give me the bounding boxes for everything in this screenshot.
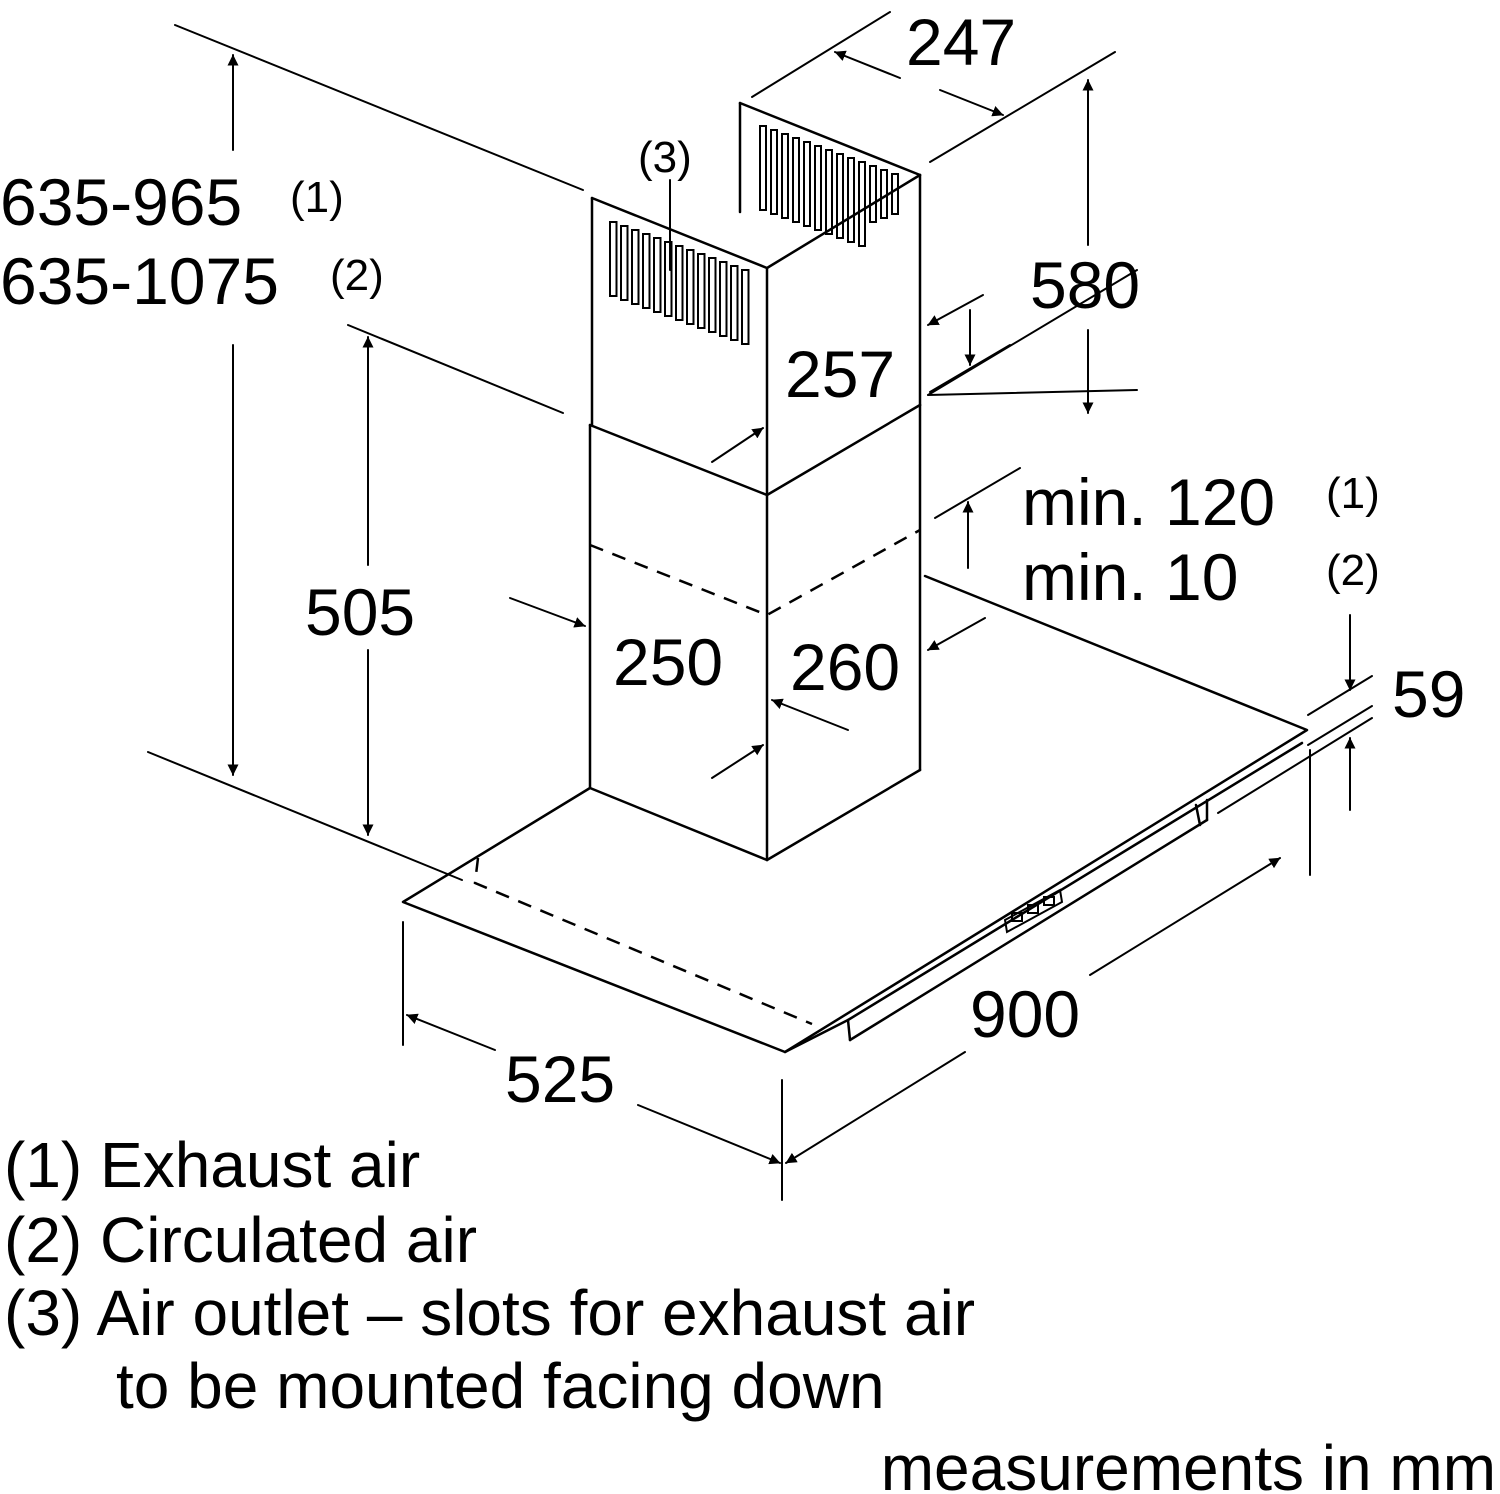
dim-total-height-exhaust-note: (1)	[290, 173, 344, 222]
hood-canopy	[401, 574, 1309, 1054]
dim-lower-width: 260	[790, 630, 900, 704]
extension-lines	[147, 11, 1373, 1201]
dim-min-circ-note: (2)	[1326, 546, 1380, 595]
dim-upper-width: 257	[785, 337, 895, 411]
dim-upper-depth: 247	[906, 5, 1016, 79]
air-outlet-slots-rear	[759, 125, 899, 247]
legend-item-circulated-air: (2) Circulated air	[4, 1204, 477, 1276]
dim-total-height-exhaust: 635-965	[0, 165, 242, 239]
dim-lower-depth: 250	[613, 625, 723, 699]
dim-canopy-depth: 525	[505, 1042, 615, 1116]
lower-chimney	[588, 403, 922, 862]
dimension-arrows	[227, 50, 1356, 1165]
dim-total-height-circ: 635-1075	[0, 244, 279, 318]
air-outlet-slots-front	[609, 221, 750, 345]
units-note: measurements in mm	[881, 1432, 1496, 1494]
legend-item-air-outlet: (3) Air outlet – slots for exhaust air	[4, 1277, 975, 1349]
control-panel-icon	[1003, 888, 1064, 934]
dim-min-circ: min. 10	[1022, 540, 1238, 614]
dim-upper-height: 580	[1030, 248, 1140, 322]
dim-min-exhaust: min. 120	[1022, 465, 1275, 539]
dim-lower-chimney-height: 505	[305, 575, 415, 649]
dim-canopy-thickness: 59	[1392, 657, 1465, 731]
dim-canopy-width: 900	[970, 977, 1080, 1051]
outlet-reference: (3)	[638, 133, 692, 182]
dim-total-height-circ-note: (2)	[330, 251, 384, 300]
legend: (1) Exhaust air (2) Circulated air (3) A…	[4, 1129, 975, 1422]
dim-min-exhaust-note: (1)	[1326, 469, 1380, 518]
legend-item-exhaust-air: (1) Exhaust air	[4, 1129, 420, 1201]
legend-item-air-outlet-note: to be mounted facing down	[116, 1350, 885, 1422]
